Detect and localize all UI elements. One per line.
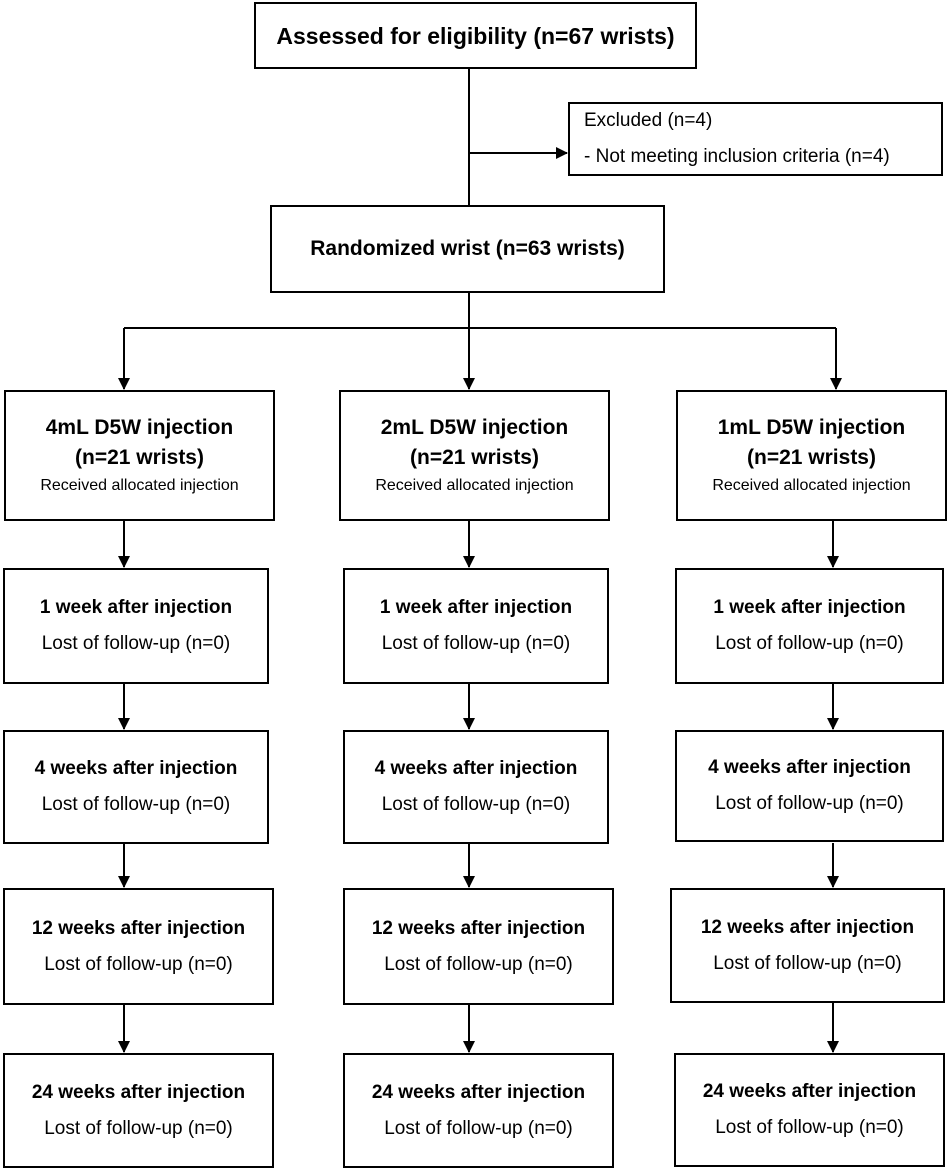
- arm-count: (n=21 wrists): [75, 445, 204, 469]
- followup-lost: Lost of follow-up (n=0): [381, 633, 571, 654]
- followup-box-1ml-week4: 4 weeks after injection Lost of follow-u…: [675, 730, 944, 842]
- followup-lost: Lost of follow-up (n=0): [715, 1117, 904, 1138]
- followup-time: 4 weeks after injection: [34, 758, 238, 779]
- followup-lost: Lost of follow-up (n=0): [384, 1117, 573, 1139]
- followup-time: 1 week after injection: [713, 597, 906, 618]
- randomized-label: Randomized wrist (n=63 wrists): [310, 237, 625, 260]
- excluded-label: Excluded (n=4): [584, 110, 713, 131]
- randomized-box: Randomized wrist (n=63 wrists): [270, 205, 665, 293]
- followup-lost: Lost of follow-up (n=0): [44, 953, 233, 975]
- followup-time: 12 weeks after injection: [31, 917, 246, 939]
- followup-box-1ml-week24: 24 weeks after injection Lost of follow-…: [674, 1053, 945, 1167]
- followup-lost: Lost of follow-up (n=0): [41, 633, 231, 654]
- followup-box-1ml-week1: 1 week after injection Lost of follow-up…: [675, 568, 944, 684]
- arm-title: 1mL D5W injection: [717, 415, 906, 439]
- excluded-reason-label: - Not meeting inclusion criteria (n=4): [584, 146, 890, 167]
- arm-title: 4mL D5W injection: [45, 415, 234, 439]
- followup-box-4ml-week4: 4 weeks after injection Lost of follow-u…: [3, 730, 269, 844]
- arm-count: (n=21 wrists): [410, 445, 539, 469]
- assessed-label: Assessed for eligibility (n=67 wrists): [276, 22, 675, 49]
- followup-time: 1 week after injection: [379, 597, 573, 618]
- followup-lost: Lost of follow-up (n=0): [381, 794, 571, 815]
- arm-box-2ml: 2mL D5W injection (n=21 wrists) Received…: [339, 390, 610, 521]
- arm-box-4ml: 4mL D5W injection (n=21 wrists) Received…: [4, 390, 275, 521]
- arm-title: 2mL D5W injection: [380, 415, 569, 439]
- followup-box-2ml-week12: 12 weeks after injection Lost of follow-…: [343, 888, 614, 1005]
- followup-time: 1 week after injection: [39, 597, 233, 618]
- followup-box-2ml-week1: 1 week after injection Lost of follow-up…: [343, 568, 609, 684]
- followup-box-4ml-week1: 1 week after injection Lost of follow-up…: [3, 568, 269, 684]
- assessed-box: Assessed for eligibility (n=67 wrists): [254, 2, 697, 69]
- followup-time: 12 weeks after injection: [700, 916, 915, 938]
- followup-lost: Lost of follow-up (n=0): [41, 794, 231, 815]
- followup-time: 4 weeks after injection: [374, 758, 578, 779]
- arm-box-1ml: 1mL D5W injection (n=21 wrists) Received…: [676, 390, 947, 521]
- followup-lost: Lost of follow-up (n=0): [44, 1117, 233, 1139]
- followup-time: 24 weeks after injection: [702, 1081, 917, 1102]
- excluded-box: Excluded (n=4) - Not meeting inclusion c…: [568, 102, 943, 176]
- followup-lost: Lost of follow-up (n=0): [713, 952, 902, 974]
- followup-lost: Lost of follow-up (n=0): [715, 793, 904, 814]
- followup-box-2ml-week24: 24 weeks after injection Lost of follow-…: [343, 1053, 614, 1168]
- followup-lost: Lost of follow-up (n=0): [384, 953, 573, 975]
- followup-box-1ml-week12: 12 weeks after injection Lost of follow-…: [670, 888, 945, 1003]
- followup-lost: Lost of follow-up (n=0): [715, 633, 904, 654]
- followup-time: 12 weeks after injection: [371, 917, 586, 939]
- followup-time: 24 weeks after injection: [31, 1081, 246, 1103]
- followup-box-4ml-week24: 24 weeks after injection Lost of follow-…: [3, 1053, 274, 1168]
- followup-box-4ml-week12: 12 weeks after injection Lost of follow-…: [3, 888, 274, 1005]
- arm-note: Received allocated injection: [712, 476, 911, 494]
- followup-time: 24 weeks after injection: [371, 1081, 586, 1103]
- followup-box-2ml-week4: 4 weeks after injection Lost of follow-u…: [343, 730, 609, 844]
- arm-note: Received allocated injection: [375, 476, 574, 494]
- arm-count: (n=21 wrists): [747, 445, 876, 469]
- followup-time: 4 weeks after injection: [708, 757, 911, 778]
- arm-note: Received allocated injection: [40, 476, 239, 494]
